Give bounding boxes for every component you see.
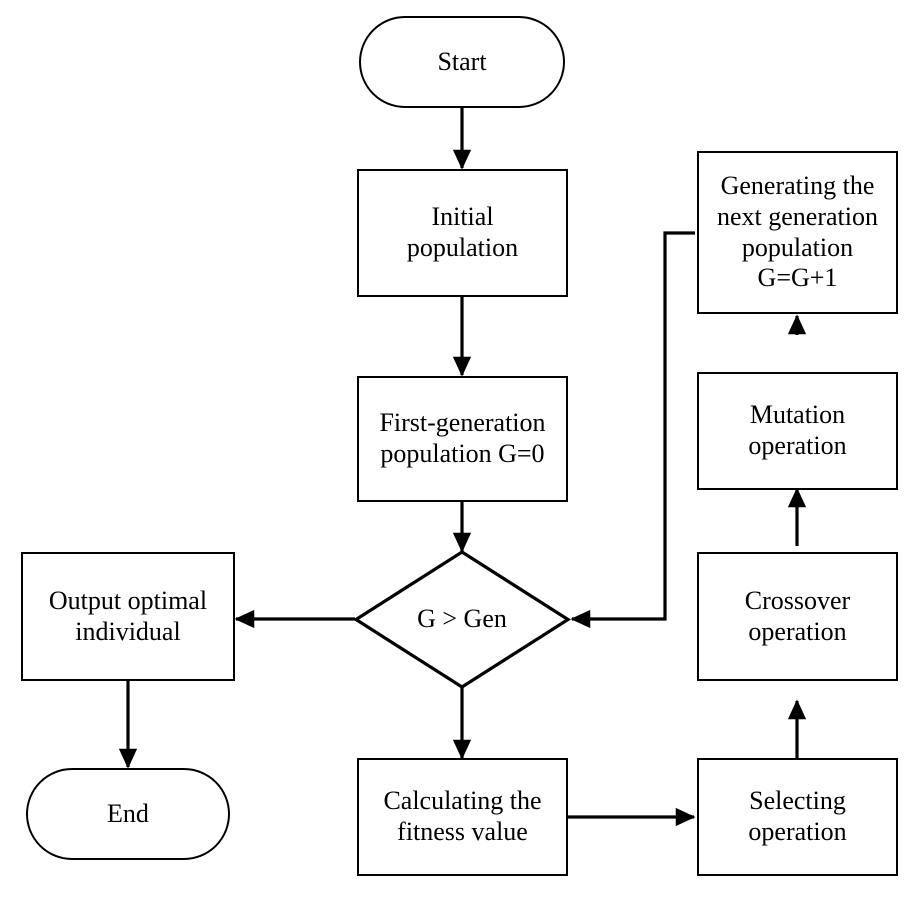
node-crossover-label: Crossover operation — [744, 585, 851, 646]
node-generating-next-label: Generating the next generation populatio… — [717, 171, 878, 293]
node-calculating-fitness-label: Calculating the fitness value — [383, 786, 542, 846]
node-output-optimal-label: Output optimal individual — [48, 585, 208, 646]
node-start-label: Start — [437, 46, 487, 76]
node-mutation-label: Mutation operation — [748, 400, 847, 460]
node-mutation[interactable]: Mutation operation — [697, 372, 898, 490]
node-initial-population[interactable]: Initial population — [357, 169, 568, 297]
node-calculating-fitness[interactable]: Calculating the fitness value — [357, 758, 568, 876]
node-generating-next[interactable]: Generating the next generation populatio… — [697, 151, 898, 314]
node-selecting[interactable]: Selecting operation — [697, 758, 898, 876]
node-first-generation[interactable]: First-generation population G=0 — [357, 376, 568, 502]
node-start[interactable]: Start — [359, 16, 565, 108]
node-end[interactable]: End — [26, 768, 230, 860]
node-decision-label: G > Gen — [417, 604, 507, 633]
node-decision-shape[interactable] — [352, 548, 572, 691]
node-initial-population-label: Initial population — [406, 202, 519, 262]
edge-generating-next-to-decision — [570, 231, 695, 629]
node-end-label: End — [107, 798, 149, 828]
node-first-generation-label: First-generation population G=0 — [379, 408, 546, 468]
node-crossover[interactable]: Crossover operation — [697, 552, 898, 681]
node-output-optimal[interactable]: Output optimal individual — [21, 552, 235, 681]
node-decision-label-wrap: G > Gen — [382, 596, 542, 642]
node-selecting-label: Selecting operation — [748, 786, 847, 846]
